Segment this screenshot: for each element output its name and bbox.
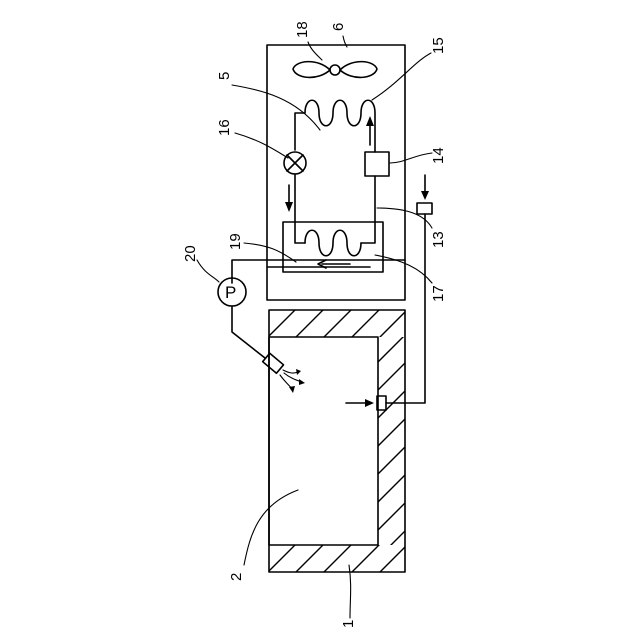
pump-symbol: P — [225, 283, 236, 302]
reference-numerals: 1 2 5 6 13 14 15 16 17 18 19 20 — [182, 21, 447, 628]
outer-unit-housing — [267, 45, 405, 300]
label-ref-1: 1 — [340, 620, 357, 628]
heat-exchanger — [232, 222, 405, 283]
compressor-box — [365, 152, 389, 176]
label-ref-18: 18 — [294, 21, 311, 38]
label-ref-2: 2 — [228, 573, 245, 581]
insulation-right — [370, 330, 410, 566]
inlet-valve — [417, 203, 432, 214]
label-ref-17: 17 — [430, 285, 447, 302]
flow-arrows — [285, 116, 374, 212]
label-ref-6: 6 — [330, 23, 347, 31]
label-ref-13: 13 — [430, 231, 447, 248]
label-ref-15: 15 — [430, 37, 447, 54]
refrigerant-circuit — [284, 100, 389, 256]
spray-nozzle — [263, 353, 284, 373]
fan-icon — [293, 62, 377, 78]
label-ref-20: 20 — [182, 245, 199, 262]
label-ref-5: 5 — [216, 72, 233, 80]
inlet-pipe — [346, 175, 432, 410]
water-tank — [260, 305, 440, 580]
insulation-top — [260, 305, 440, 345]
pump: P — [218, 278, 305, 393]
label-ref-14: 14 — [430, 147, 447, 164]
label-ref-16: 16 — [216, 119, 233, 136]
label-ref-19: 19 — [227, 233, 244, 250]
